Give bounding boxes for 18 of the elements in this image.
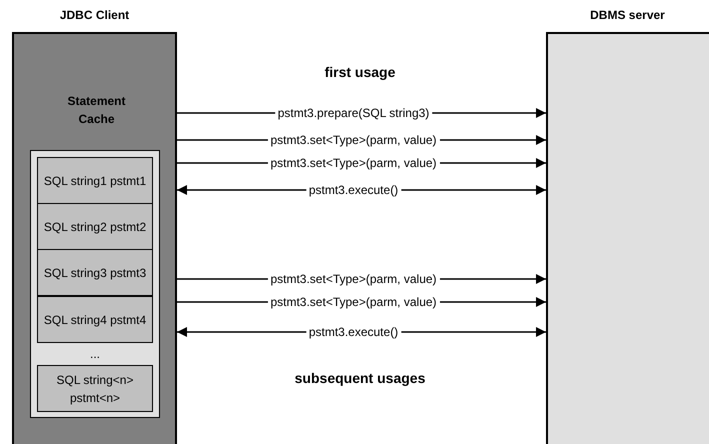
edge-label: pstmt3.set<Type>(parm, value) <box>267 272 440 286</box>
section-heading: first usage <box>324 64 396 80</box>
edge-label: pstmt3.set<Type>(parm, value) <box>267 295 440 309</box>
cache-entry: SQL string2 pstmt2 <box>37 203 153 250</box>
cache-entry: SQL string1 pstmt1 <box>37 157 153 204</box>
edge-label: pstmt3.set<Type>(parm, value) <box>267 156 440 170</box>
cache-entry: SQL string<n> pstmt<n> <box>37 365 153 412</box>
edge-label: pstmt3.prepare(SQL string3) <box>274 106 432 120</box>
cache-entry: SQL string3 pstmt3 <box>37 249 153 296</box>
edge-label: pstmt3.execute() <box>306 325 402 339</box>
ellipsis: ... <box>90 348 100 360</box>
cache-entry: SQL string4 pstmt4 <box>37 296 153 343</box>
edge-label: pstmt3.execute() <box>306 183 402 197</box>
cache-heading: Statement Cache <box>66 93 126 128</box>
column-heading: JDBC Client <box>58 7 130 24</box>
column-heading: DBMS server <box>589 7 666 24</box>
section-heading: subsequent usages <box>294 370 426 386</box>
edge-label: pstmt3.set<Type>(parm, value) <box>267 133 440 147</box>
